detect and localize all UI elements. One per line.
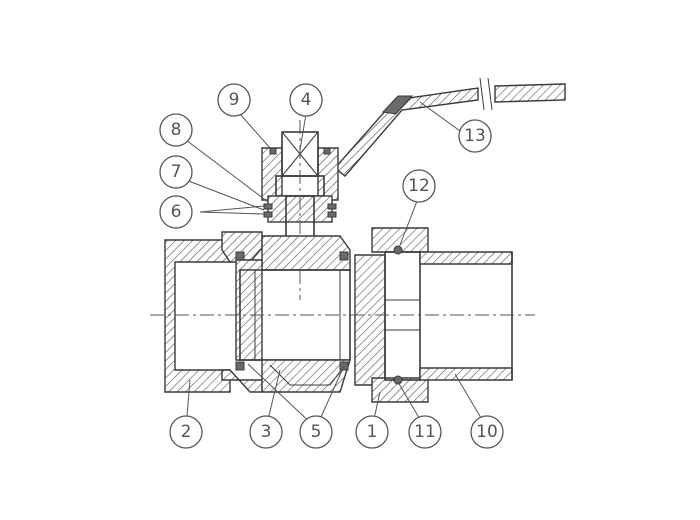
callout-12: 12 bbox=[402, 169, 436, 203]
callout-7: 7 bbox=[159, 155, 193, 189]
callout-label: 12 bbox=[408, 176, 430, 196]
callout-label: 1 bbox=[367, 422, 378, 442]
callout-label: 4 bbox=[301, 90, 312, 110]
callout-5: 5 bbox=[299, 415, 333, 449]
callout-label: 3 bbox=[261, 422, 272, 442]
callout-9: 9 bbox=[217, 83, 251, 117]
callout-label: 2 bbox=[181, 422, 192, 442]
callout-label: 7 bbox=[171, 162, 182, 182]
tailpiece-right bbox=[419, 251, 513, 381]
callout-label: 6 bbox=[171, 202, 182, 222]
callout-label: 11 bbox=[414, 422, 436, 442]
callout-2: 2 bbox=[169, 415, 203, 449]
union-nut bbox=[354, 227, 429, 403]
callout-4: 4 bbox=[289, 83, 323, 117]
handle-lever bbox=[333, 77, 566, 177]
callout-1: 1 bbox=[355, 415, 389, 449]
callout-label: 5 bbox=[311, 422, 322, 442]
callout-label: 10 bbox=[476, 422, 498, 442]
valve-body-left bbox=[164, 231, 263, 393]
valve-body-center bbox=[235, 235, 351, 393]
callout-8: 8 bbox=[159, 113, 193, 147]
callout-13: 13 bbox=[458, 119, 492, 153]
callout-label: 8 bbox=[171, 120, 182, 140]
callout-label: 13 bbox=[464, 126, 486, 146]
callout-label: 9 bbox=[229, 90, 240, 110]
callout-11: 11 bbox=[408, 415, 442, 449]
callout-10: 10 bbox=[470, 415, 504, 449]
callout-3: 3 bbox=[249, 415, 283, 449]
callout-6: 6 bbox=[159, 195, 193, 229]
